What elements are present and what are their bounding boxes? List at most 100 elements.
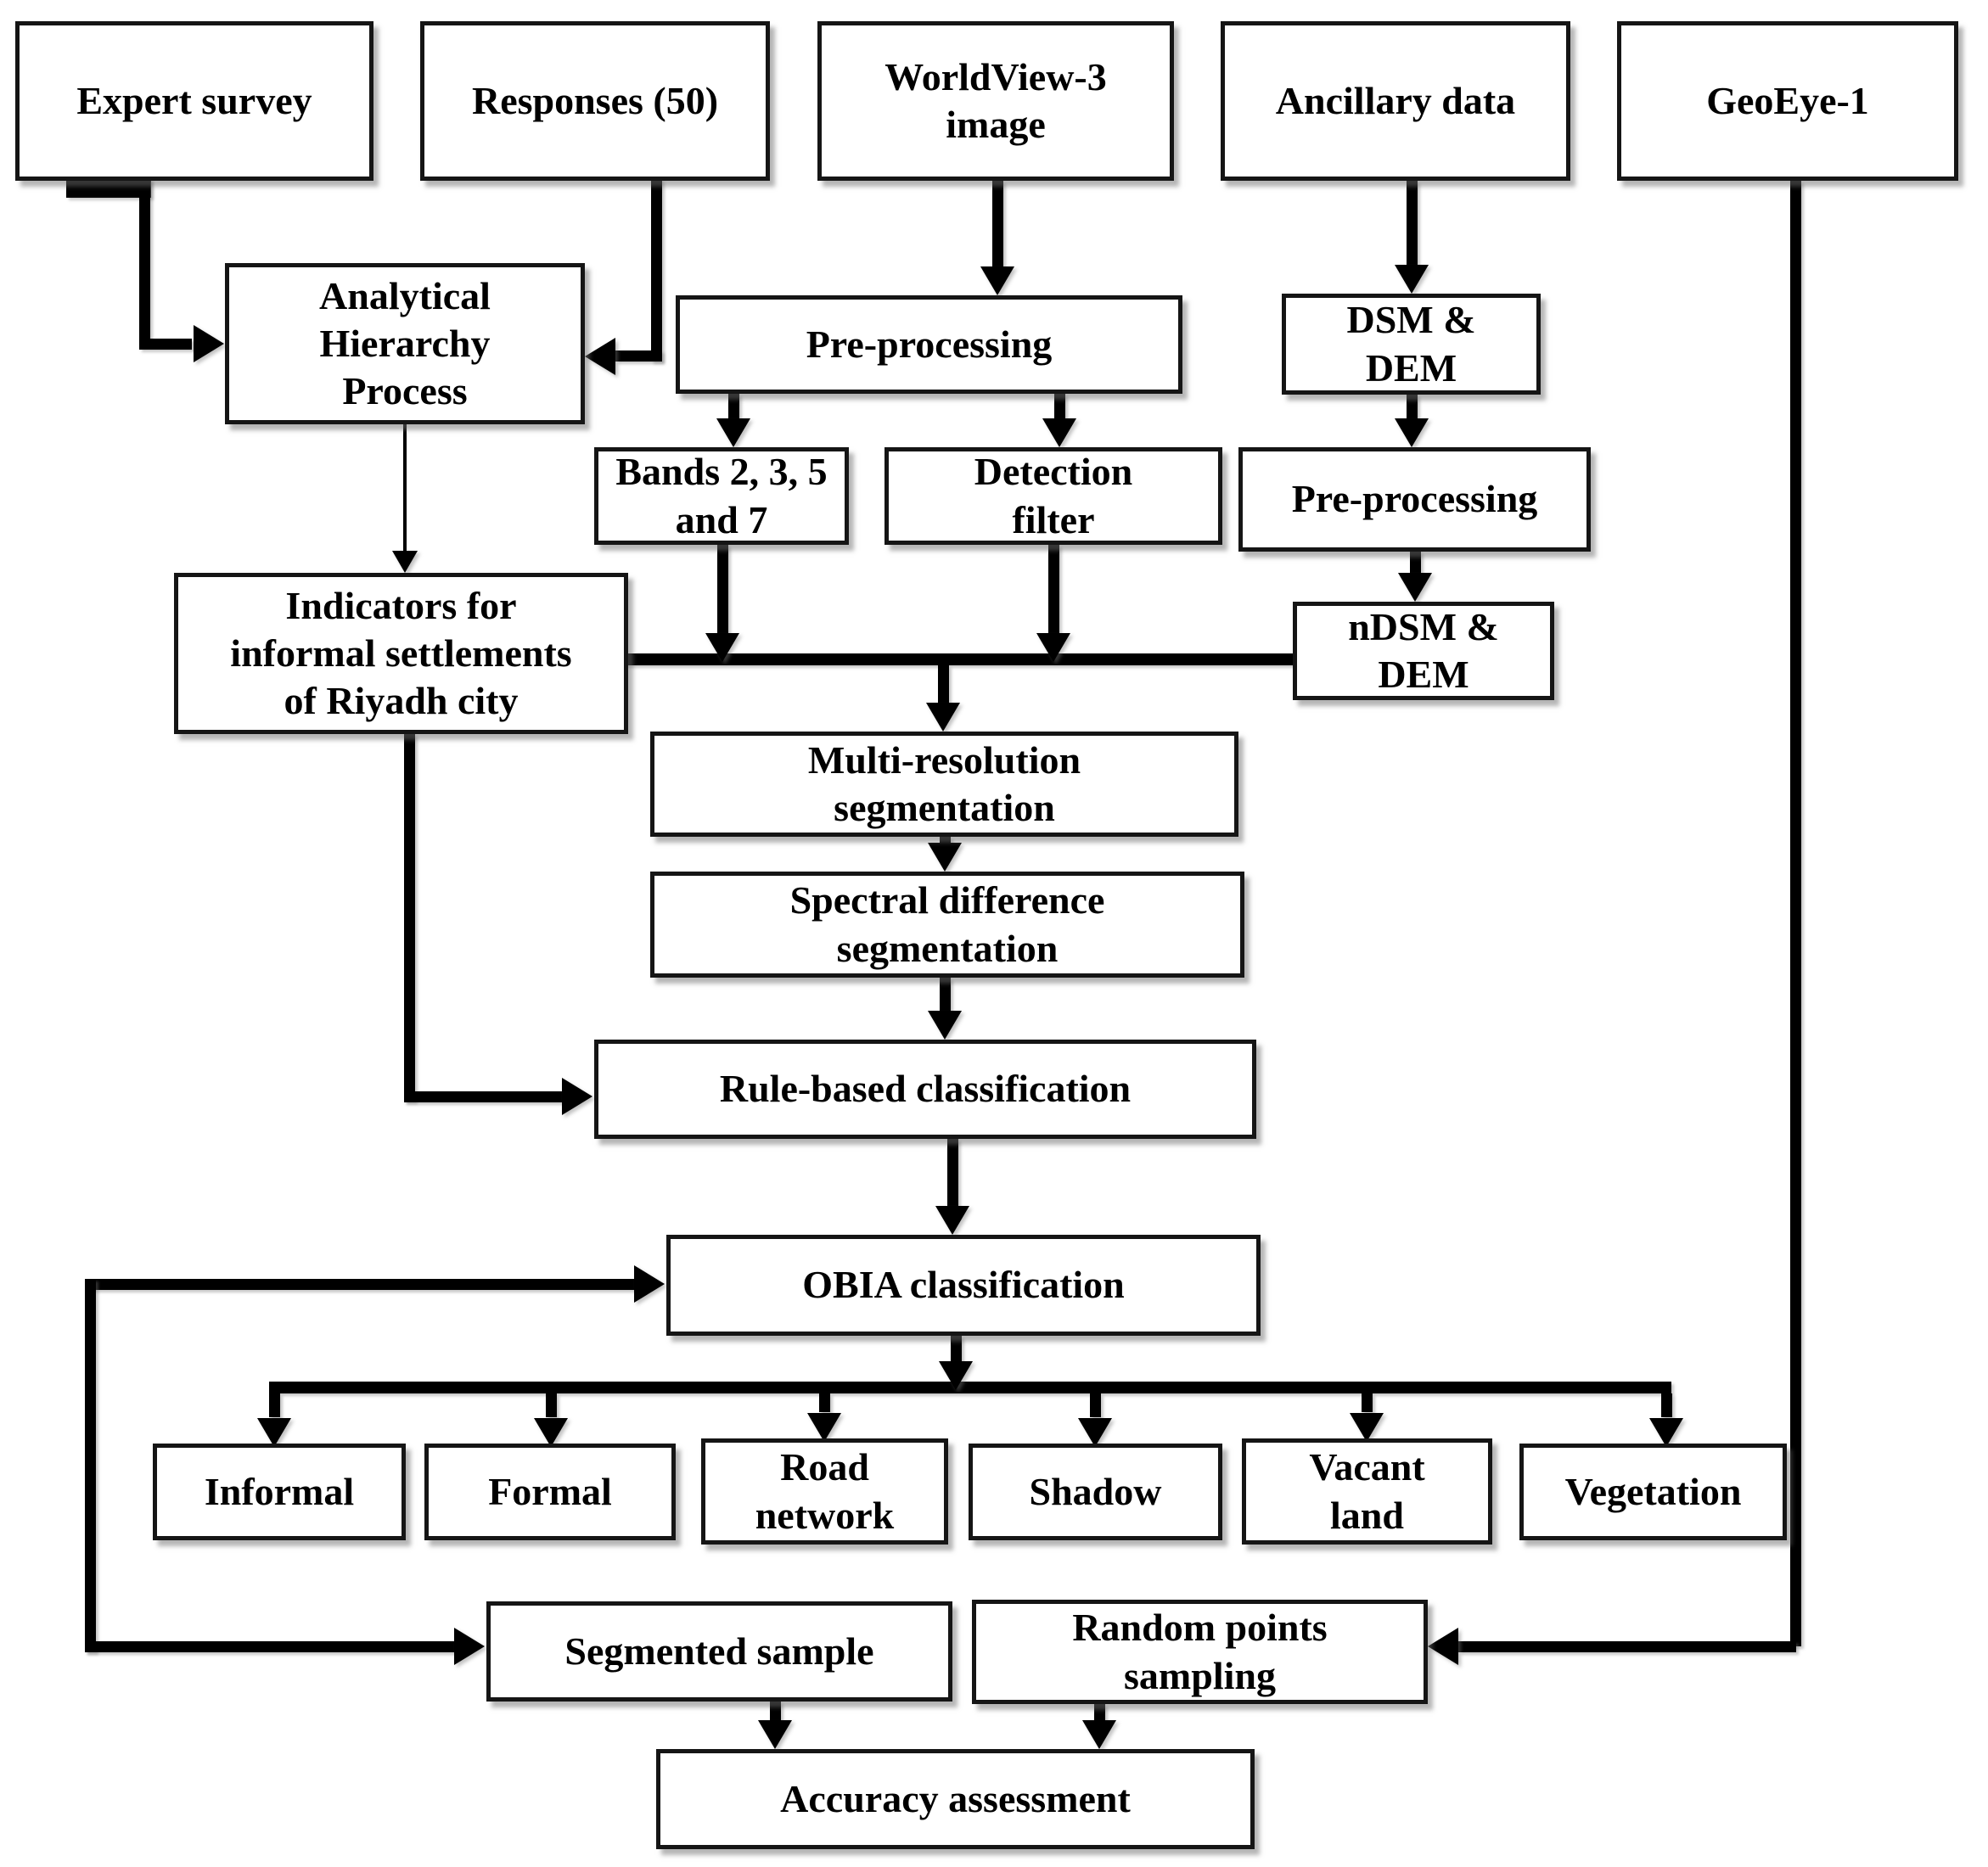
- node-worldview-3-image: WorldView-3 image: [817, 21, 1174, 181]
- connector-segment: [947, 1139, 958, 1208]
- connector-segment: [728, 394, 739, 419]
- connector-segment: [940, 978, 951, 1013]
- node-geoeye-1: GeoEye-1: [1617, 21, 1958, 181]
- node-ancillary-data: Ancillary data: [1221, 21, 1570, 181]
- node-label: WorldView-3 image: [884, 54, 1107, 146]
- arrowhead-down-icon: [534, 1418, 568, 1447]
- connector-segment: [546, 1393, 557, 1417]
- arrowhead-down-icon: [1350, 1413, 1384, 1442]
- node-label: Spectral difference segmentation: [789, 878, 1105, 970]
- node-label: Rule-based classification: [719, 1067, 1132, 1111]
- connector-segment: [940, 837, 951, 845]
- arrowhead-right-icon: [562, 1078, 592, 1115]
- node-ndsm-dem: nDSM & DEM: [1293, 602, 1554, 700]
- node-road-network: Road network: [701, 1438, 948, 1545]
- node-label: Segmented sample: [564, 1629, 874, 1673]
- node-label: OBIA classification: [802, 1263, 1125, 1307]
- node-expert-survey: Expert survey: [15, 21, 373, 181]
- arrowhead-down-icon: [1078, 1418, 1112, 1447]
- connector-segment: [651, 179, 662, 362]
- node-formal: Formal: [424, 1444, 676, 1540]
- connector-segment: [403, 424, 407, 553]
- node-label: Vacant land: [1309, 1445, 1425, 1537]
- connector-segment: [1790, 181, 1801, 1646]
- node-preprocessing-wv: Pre-processing: [676, 295, 1182, 394]
- arrowhead-down-icon: [257, 1418, 291, 1447]
- arrowhead-left-icon: [585, 338, 615, 375]
- node-label: Accuracy assessment: [780, 1776, 1131, 1820]
- arrowhead-down-icon: [1649, 1418, 1683, 1447]
- connector-segment: [1407, 181, 1418, 265]
- connector-segment: [85, 1641, 456, 1652]
- node-preprocessing-dsm: Pre-processing: [1238, 447, 1591, 552]
- arrowhead-down-icon: [716, 418, 750, 447]
- arrowhead-down-icon: [392, 551, 418, 573]
- arrowhead-down-icon: [928, 1011, 962, 1040]
- connector-segment: [269, 1393, 280, 1417]
- node-label: Bands 2, 3, 5 and 7: [615, 450, 828, 541]
- node-label: Informal: [204, 1469, 355, 1513]
- node-spectral-difference: Spectral difference segmentation: [650, 872, 1244, 978]
- node-segmented-sample: Segmented sample: [486, 1601, 952, 1702]
- connector-segment: [85, 1279, 96, 1652]
- node-label: Detection filter: [974, 450, 1133, 541]
- connector-segment: [615, 350, 662, 362]
- arrowhead-down-icon: [1036, 633, 1070, 662]
- arrowhead-down-icon: [939, 1361, 973, 1390]
- connector-segment: [85, 1279, 636, 1290]
- connector-segment: [1661, 1393, 1672, 1417]
- node-multi-resolution: Multi-resolution segmentation: [650, 732, 1238, 837]
- connector-segment: [1410, 552, 1421, 574]
- node-label: DSM & DEM: [1346, 298, 1476, 390]
- connector-segment: [622, 653, 1293, 665]
- node-shadow: Shadow: [969, 1444, 1222, 1540]
- connector-segment: [717, 545, 728, 633]
- node-label: Responses (50): [471, 78, 719, 122]
- node-responses: Responses (50): [420, 21, 770, 181]
- node-vacant-land: Vacant land: [1242, 1438, 1492, 1545]
- arrowhead-down-icon: [1042, 418, 1076, 447]
- arrowhead-right-icon: [634, 1265, 665, 1303]
- arrowhead-down-icon: [807, 1413, 841, 1442]
- node-label: Analytical Hierarchy Process: [319, 273, 491, 413]
- node-dsm-dem: DSM & DEM: [1282, 294, 1541, 395]
- node-detection-filter: Detection filter: [884, 447, 1222, 545]
- connector-segment: [1090, 1393, 1101, 1417]
- arrowhead-down-icon: [928, 843, 962, 872]
- node-label: Ancillary data: [1275, 78, 1516, 122]
- node-ahp: Analytical Hierarchy Process: [225, 263, 585, 424]
- arrowhead-down-icon: [705, 633, 739, 662]
- node-informal: Informal: [153, 1444, 406, 1540]
- arrowhead-down-icon: [758, 1720, 792, 1749]
- node-random-points: Random points sampling: [972, 1600, 1428, 1704]
- node-label: Pre-processing: [1291, 477, 1538, 521]
- node-accuracy-assessment: Accuracy assessment: [656, 1749, 1255, 1849]
- connector-segment: [938, 665, 949, 704]
- connector-segment: [1094, 1704, 1105, 1720]
- arrowhead-right-icon: [454, 1628, 485, 1665]
- connector-segment: [404, 1091, 565, 1102]
- arrowhead-left-icon: [1428, 1628, 1458, 1665]
- connector-segment: [992, 181, 1003, 266]
- arrowhead-down-icon: [935, 1206, 969, 1235]
- arrowhead-down-icon: [1395, 265, 1429, 294]
- node-label: Formal: [488, 1469, 612, 1513]
- connector-segment: [1458, 1641, 1796, 1652]
- connector-segment: [770, 1702, 781, 1720]
- connector-segment: [139, 179, 150, 344]
- node-label: GeoEye-1: [1706, 78, 1869, 122]
- node-label: Shadow: [1029, 1469, 1162, 1513]
- node-label: Expert survey: [76, 78, 312, 122]
- node-label: Vegetation: [1564, 1469, 1742, 1513]
- node-label: Indicators for informal settlements of R…: [230, 583, 572, 723]
- node-label: Road network: [755, 1445, 895, 1537]
- arrowhead-down-icon: [1398, 573, 1432, 602]
- node-bands: Bands 2, 3, 5 and 7: [594, 447, 849, 545]
- connector-segment: [139, 339, 192, 350]
- node-label: Random points sampling: [1072, 1606, 1328, 1697]
- arrowhead-down-icon: [1395, 418, 1429, 447]
- connector-segment: [1362, 1393, 1373, 1412]
- node-obia: OBIA classification: [666, 1235, 1261, 1336]
- arrowhead-down-icon: [926, 703, 960, 732]
